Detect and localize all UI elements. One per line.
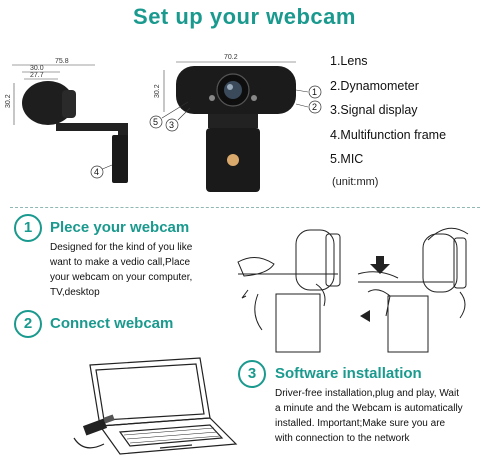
callout-1: 1	[312, 87, 317, 97]
step-2-number: 2	[14, 310, 42, 338]
dim-depth-inner: 27.7	[30, 72, 44, 79]
dim-height: 30.2	[5, 94, 12, 108]
callout-3: 3	[169, 120, 174, 130]
step-1-number: 1	[14, 214, 42, 242]
part-mic: 5.MIC	[330, 152, 364, 166]
callout-2: 2	[312, 102, 317, 112]
step-3-description: Driver-free installation,plug and play, …	[275, 388, 463, 444]
part-multifunction-frame: 4.Multifunction frame	[330, 127, 447, 142]
laptop-illustration	[73, 357, 238, 455]
dim-width-total: 75.8	[55, 58, 69, 65]
divider	[10, 207, 480, 208]
dim-front-width: 70.2	[224, 54, 238, 61]
part-signal-display: 3.Signal display	[330, 103, 418, 117]
page-title: Set up your webcam	[133, 4, 356, 29]
unit-label: (unit:mm)	[332, 176, 379, 188]
part-lens: 1.Lens	[330, 54, 368, 68]
callout-5: 5	[153, 117, 158, 127]
callout-4: 4	[94, 167, 99, 177]
parts-list: 1.Lens 2.Dynamometer 3.Signal display 4.…	[330, 49, 446, 172]
step-3-title: Software installation	[275, 365, 422, 382]
step-1-title: Plece your webcam	[50, 219, 190, 236]
step-2-title: Connect webcam	[50, 315, 174, 332]
webcam-front-view: 70.2 30.2 1 2 3 5	[149, 54, 322, 192]
webcam-side-view: 75.8 30.0 27.7 30.2 4	[5, 58, 128, 183]
dim-front-height: 30.2	[154, 84, 161, 98]
step-1-description: Designed for the kind of you like want t…	[50, 242, 193, 298]
dim-depth: 30.0	[30, 65, 44, 72]
mounting-illustration	[237, 227, 469, 353]
step-3-number: 3	[238, 360, 266, 388]
part-dynamometer: 2.Dynamometer	[330, 78, 419, 93]
